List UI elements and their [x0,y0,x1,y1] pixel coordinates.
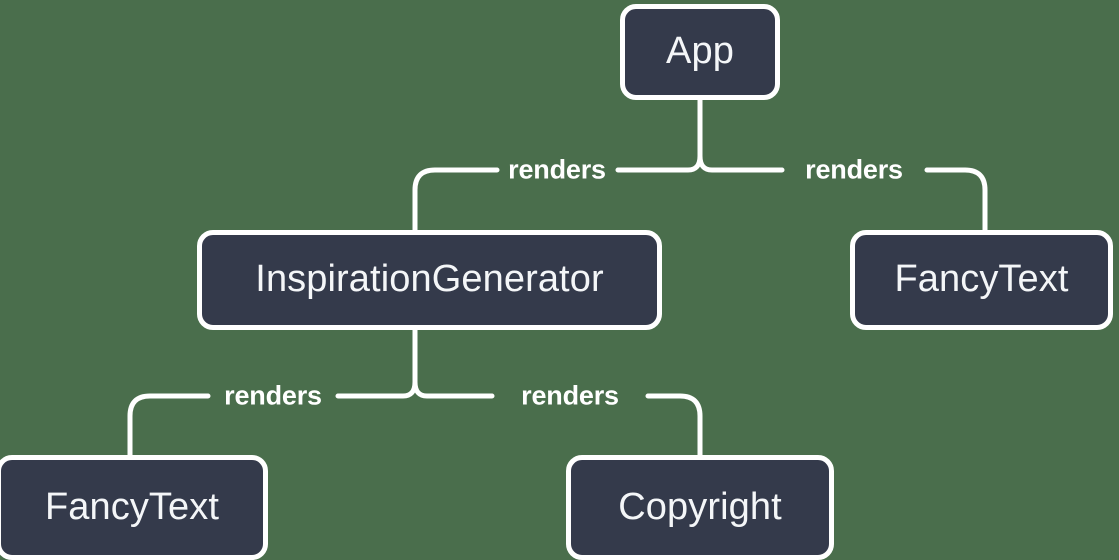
edge-label-app-to-fancytext: renders [805,154,903,185]
node-app[interactable]: App [620,4,780,100]
edge-label-inspirationgenerator-to-fancytext: renders [224,380,322,411]
edge-label-app-to-inspirationgenerator: renders [508,154,606,185]
node-fancy-text-right-label: FancyText [894,258,1069,300]
edge-label-inspirationgenerator-to-copyright: renders [521,380,619,411]
node-fancy-text-bottom-label: FancyText [44,485,220,528]
node-fancy-text-bottom[interactable]: FancyText [0,455,268,560]
node-inspiration-generator[interactable]: InspirationGenerator [197,230,662,330]
node-copyright[interactable]: Copyright [566,455,834,560]
node-copyright-label: Copyright [618,485,782,528]
node-fancy-text-right[interactable]: FancyText [850,230,1113,330]
node-inspiration-generator-label: InspirationGenerator [255,258,604,300]
node-app-label: App [666,30,734,72]
